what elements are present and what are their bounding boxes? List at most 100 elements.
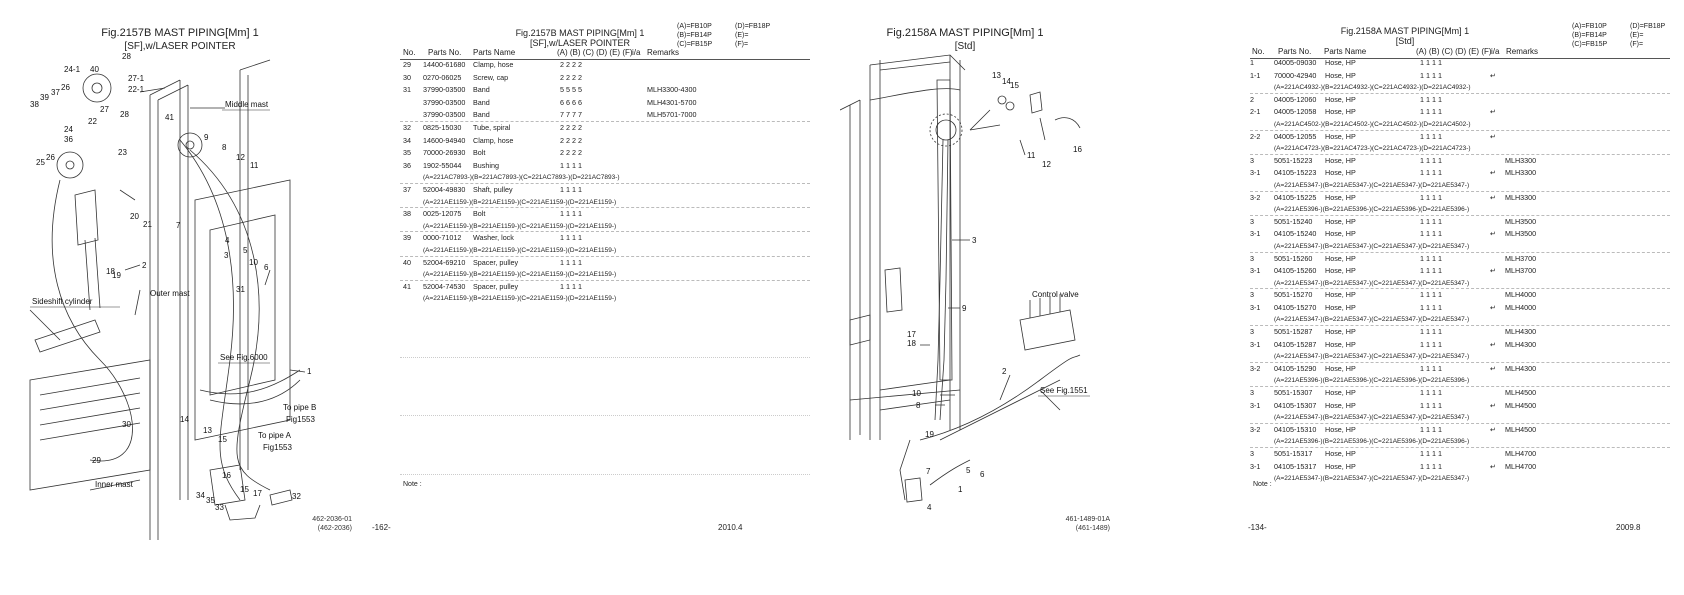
part-name: Hose, HP	[1325, 168, 1356, 178]
part-name: Hose, HP	[1325, 388, 1356, 398]
label-control-valve: Control valve	[1032, 290, 1079, 299]
part-number: 04105-15287	[1274, 339, 1317, 349]
callout: 9	[204, 133, 209, 142]
right-note: Note :	[1253, 481, 1272, 488]
callout: 10	[912, 389, 921, 398]
remarks: MLH3500	[1505, 216, 1537, 226]
item-number: 3-2	[1250, 424, 1261, 434]
blank-rule	[400, 357, 810, 358]
header-ia: i/a	[1491, 47, 1500, 56]
left-parts-table-page: Fig.2157B MAST PIPING[Mm] 1 [SF],w/LASER…	[372, 0, 820, 595]
item-number: 3	[1250, 216, 1254, 226]
item-number: 38	[403, 209, 411, 219]
serial-range: (A=221AE5347-)(B=221AE5347-)(C=221AE5347…	[1274, 475, 1470, 483]
table-row: 35 70000-26930 Bolt 2 2 2 2	[400, 147, 810, 160]
callout: 7	[926, 467, 931, 476]
blank-rule	[400, 415, 810, 416]
callout: 17	[253, 489, 262, 498]
quantities: 1 1 1 1	[1420, 192, 1442, 202]
serial-range: (A=221AE5396-)(B=221AE5396-)(C=221AE5396…	[1274, 438, 1470, 446]
callout: 2	[142, 261, 147, 270]
label-see-fig-1551: See Fig.1551	[1040, 386, 1088, 395]
part-number: 37990-03500	[423, 97, 466, 107]
item-number: 3-1	[1250, 229, 1261, 239]
part-name: Hose, HP	[1325, 192, 1356, 202]
quantities: 2 2 2 2	[560, 148, 582, 158]
part-name: Hose, HP	[1325, 229, 1356, 239]
serial-range-row: (A=221AE5396-)(B=221AE5396-)(C=221AE5396…	[1250, 436, 1670, 448]
quantities: 1 1 1 1	[1420, 388, 1442, 398]
callout: 4	[927, 503, 932, 512]
header-remarks: Remarks	[647, 48, 680, 57]
part-name: Hose, HP	[1325, 339, 1356, 349]
item-number: 41	[403, 281, 411, 291]
remarks: MLH4301-5700	[647, 97, 697, 107]
part-number: 04105-15260	[1274, 266, 1317, 276]
right-table-title: Fig.2158A MAST PIPING[Mm] 1	[1340, 26, 1470, 36]
right-drawing-number: 461-1489-01A (461-1489)	[1020, 515, 1110, 533]
item-number: 29	[403, 60, 411, 69]
item-number: 3-1	[1250, 339, 1261, 349]
item-number: 2	[1250, 94, 1254, 104]
part-name: Bolt	[473, 148, 486, 158]
item-number: 3-2	[1250, 363, 1261, 373]
part-name: Spacer, pulley	[473, 257, 519, 267]
left-table-title-block: Fig.2157B MAST PIPING[Mm] 1 [SF],w/LASER…	[480, 28, 680, 48]
serial-range-row: (A=221AC4932-)(B=221AC4932-)(C=221AC4932…	[1250, 82, 1670, 94]
callout: 18	[907, 339, 916, 348]
item-number: 3	[1250, 253, 1254, 263]
header-no: No.	[403, 48, 416, 57]
part-number: 5051-15317	[1274, 449, 1313, 458]
callout: 17	[907, 330, 916, 339]
interchangeability: ↵	[1490, 339, 1497, 349]
interchangeability: ↵	[1490, 461, 1497, 471]
serial-range-row: (A=221AE5347-)(B=221AE5347-)(C=221AE5347…	[1250, 473, 1670, 485]
drawing-number-line: 462-2036-01	[312, 516, 352, 523]
right-table-title-block: Fig.2158A MAST PIPING[Mm] 1 [Std]	[1305, 26, 1505, 46]
quantities: 1 1 1 1	[560, 281, 582, 291]
left-figure-title-block: Fig.2157B MAST PIPING[Mm] 1 [SF],w/LASER…	[60, 27, 300, 53]
header-no: No.	[1252, 47, 1265, 56]
part-name: Bushing	[473, 160, 499, 170]
quantities: 1 1 1 1	[560, 209, 582, 219]
quantities: 1 1 1 1	[1420, 58, 1442, 67]
part-number: 04005-12060	[1274, 94, 1317, 104]
part-name: Hose, HP	[1325, 400, 1356, 410]
part-number: 04005-12055	[1274, 131, 1317, 141]
serial-range-row: (A=221AE1159-)(B=221AE1159-)(C=221AE1159…	[400, 269, 810, 281]
part-name: Clamp, hose	[473, 60, 514, 69]
callout: 11	[1027, 151, 1036, 160]
callout: 30	[122, 420, 131, 429]
part-number: 70000-26930	[423, 148, 466, 158]
callout: 12	[236, 153, 245, 162]
item-number: 40	[403, 257, 411, 267]
remarks: MLH4300	[1505, 363, 1537, 373]
right-parts-table-page: Fig.2158A MAST PIPING[Mm] 1 [Std] (A)=FB…	[1248, 0, 1670, 595]
remarks: MLH3700	[1505, 253, 1537, 263]
item-number: 35	[403, 148, 411, 158]
quantities: 6 6 6 6	[560, 97, 582, 107]
quantities: 1 1 1 1	[560, 184, 582, 194]
left-figure-subtitle: [SF],w/LASER POINTER	[124, 41, 236, 52]
left-figure-page: Fig.2157B MAST PIPING[Mm] 1 [SF],w/LASER…	[0, 0, 400, 595]
part-name: Hose, HP	[1325, 131, 1356, 141]
model-code: (C)=FB15P	[1572, 41, 1608, 48]
remarks: MLH3300	[1505, 192, 1537, 202]
remarks: MLH3500	[1505, 229, 1537, 239]
label-see-fig-6000: See Fig.6000	[220, 353, 268, 362]
part-name: Washer, lock	[473, 233, 514, 243]
callout: 5	[243, 246, 248, 255]
